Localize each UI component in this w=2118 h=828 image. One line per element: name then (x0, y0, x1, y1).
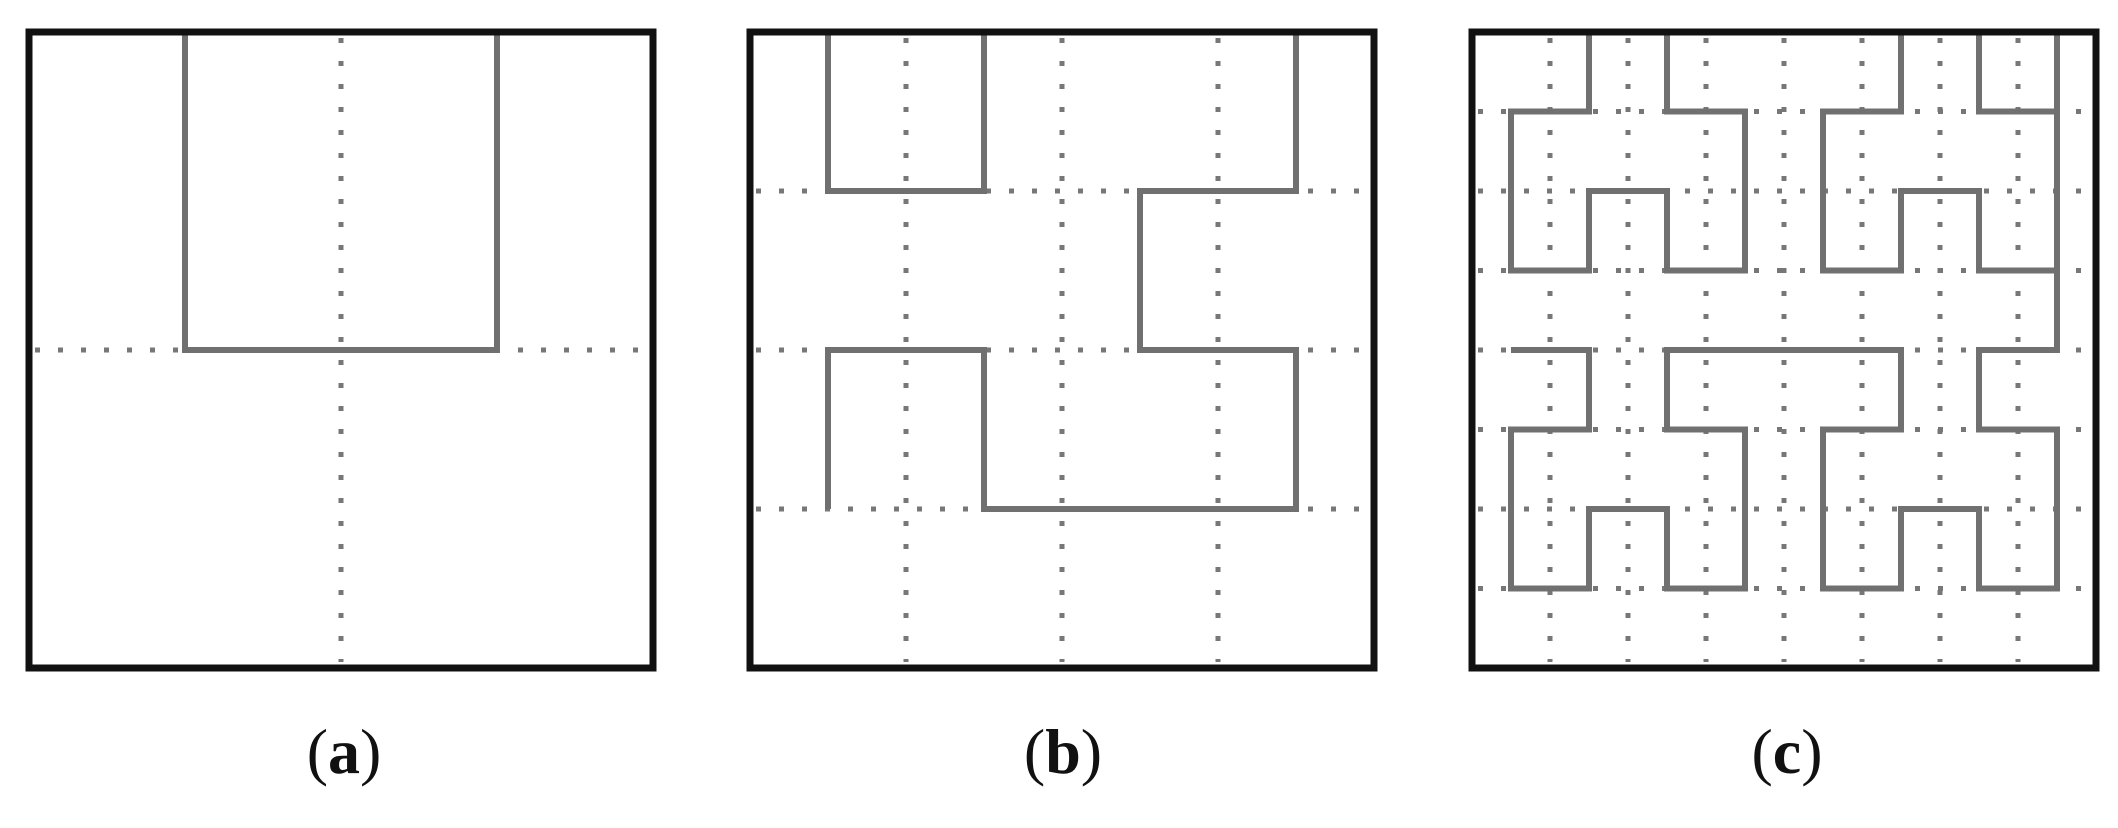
caption-c-letter: c (1772, 716, 1802, 787)
panel-b (746, 28, 1378, 672)
hilbert-curve-path (1508, 29, 2060, 592)
panel-a (25, 28, 657, 672)
caption-a-letter: a (328, 716, 360, 787)
panel-frame (1468, 28, 2100, 672)
caption-b-letter: b (1045, 716, 1081, 787)
caption-c: (c) (1751, 716, 1823, 787)
caption-b: (b) (1023, 716, 1103, 787)
caption-a: (a) (306, 716, 382, 787)
panel-c (1468, 28, 2100, 672)
panel-frame (25, 28, 657, 672)
hilbert-curve-path (182, 32, 500, 353)
panel-frame (746, 28, 1378, 672)
hilbert-curve-path (825, 29, 1299, 512)
